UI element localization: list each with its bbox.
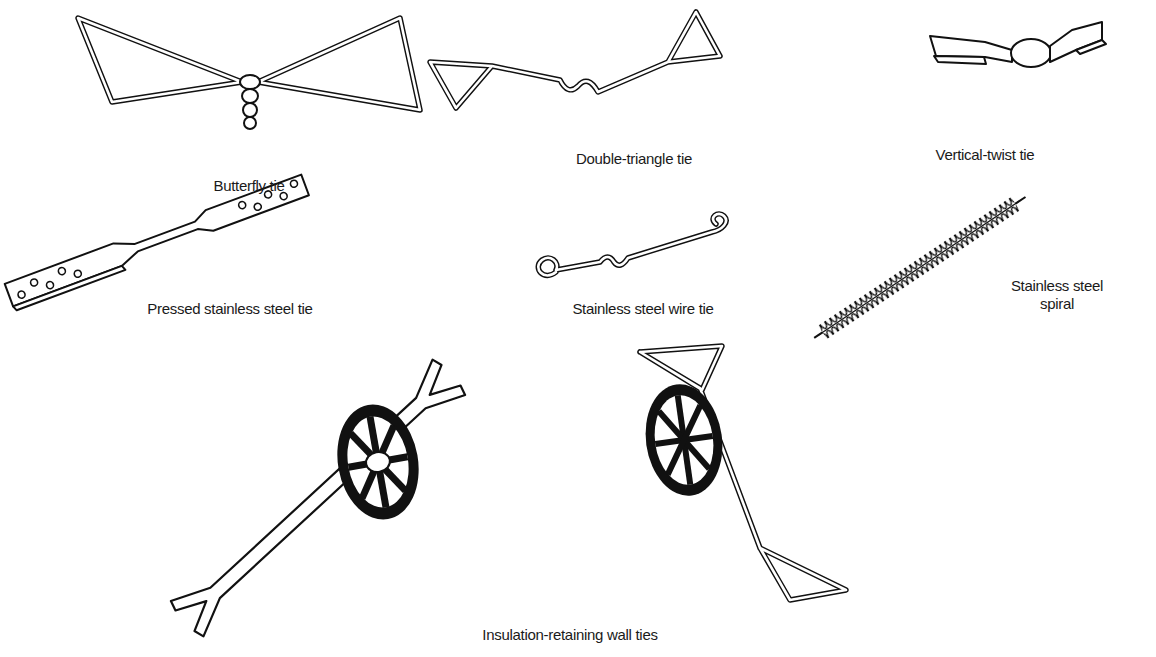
insulation-retaining-wire-tie (639, 346, 846, 600)
part-label: Double-triangle tie (514, 150, 754, 168)
part-label: Vertical-twist tie (875, 146, 1095, 164)
part-label: Insulation-retaining wall ties (420, 626, 720, 644)
butterfly-tie (78, 18, 420, 129)
stainless-steel-wire-tie (538, 214, 726, 276)
part-label: Butterfly tie (139, 177, 359, 195)
stainless-steel-spiral (810, 190, 1030, 344)
part-label: Stainless steel spiral (1002, 277, 1112, 313)
part-label: Pressed stainless steel tie (100, 300, 360, 318)
double-triangle-tie (430, 12, 720, 108)
insulation-retaining-strip-tie (169, 358, 468, 639)
part-label: Stainless steel wire tie (523, 300, 763, 318)
pressed-stainless-steel-tie (5, 174, 311, 311)
vertical-twist-tie (930, 22, 1106, 67)
